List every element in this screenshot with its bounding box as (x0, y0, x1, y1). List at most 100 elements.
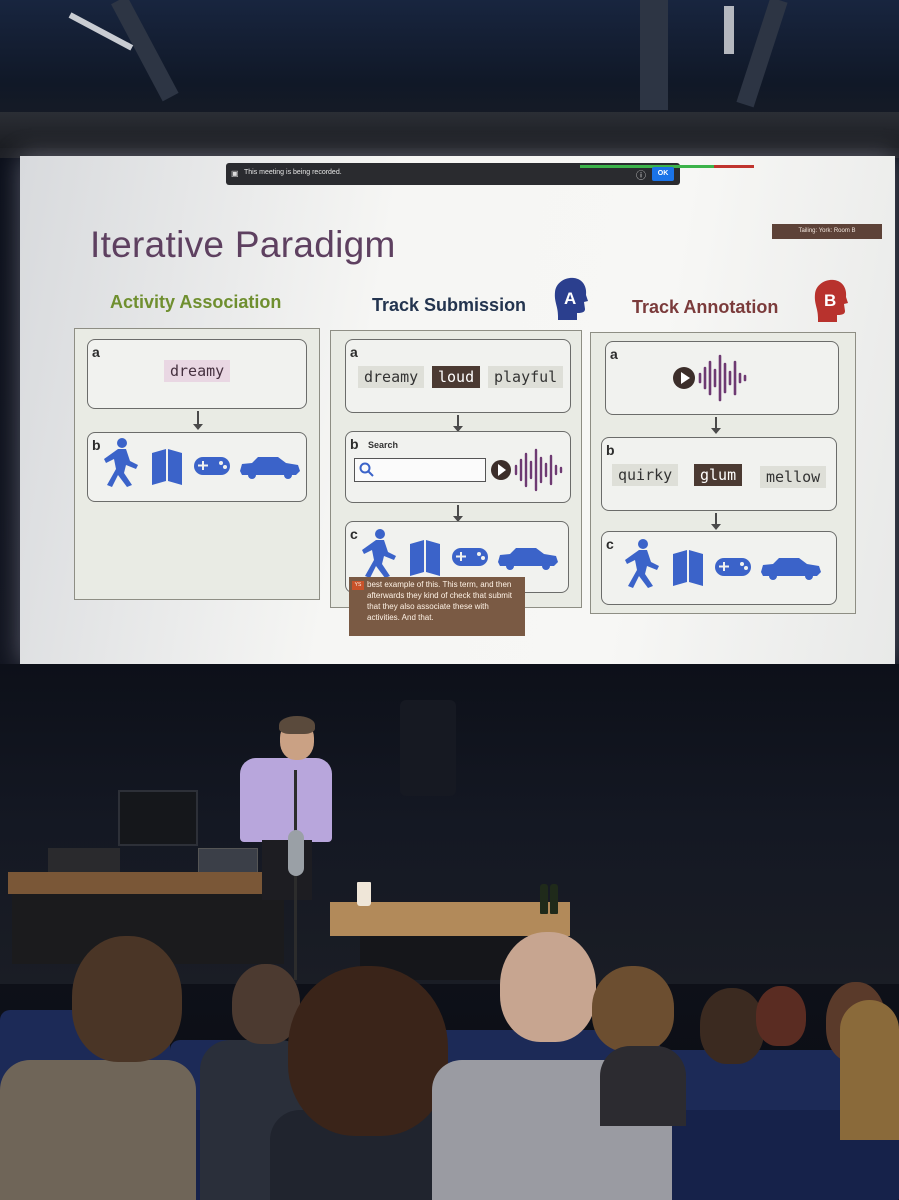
card-a: a dreamy (87, 339, 307, 409)
audience-member-body (600, 1046, 686, 1126)
search-input[interactable] (354, 458, 486, 482)
activity-icons (104, 438, 300, 487)
tag-dreamy: dreamy (358, 366, 425, 388)
book-icon (152, 449, 182, 485)
track-submission-panel: a dreamy loud playful b Search (330, 330, 582, 608)
card-c: c (601, 531, 837, 605)
tag-quirky: quirky (612, 464, 679, 486)
audience-member-head (700, 988, 764, 1064)
audience-member-head (756, 986, 806, 1046)
audio-player (491, 448, 563, 492)
flow-arrow (711, 513, 721, 530)
card-letter: a (92, 344, 100, 360)
ceiling-beam (640, 0, 668, 110)
room-label: Tailing: York: Room B (772, 224, 882, 239)
audience-member-head (592, 966, 674, 1052)
card-letter: c (350, 526, 358, 542)
heading-track-annotation: Track Annotation (632, 297, 779, 317)
audience-member-body (0, 1060, 196, 1200)
heading-track-submission: Track Submission (372, 295, 527, 315)
presenter-hair (279, 716, 315, 734)
flow-arrow (453, 505, 463, 522)
screen-soffit (0, 112, 899, 148)
gamepad-icon (715, 558, 751, 576)
activity-association-panel: a dreamy b (74, 328, 320, 600)
recording-text: This meeting is being recorded. (244, 169, 342, 176)
card-letter: a (610, 346, 618, 362)
search-label: Search (368, 440, 399, 450)
info-icon[interactable]: ⓘ (636, 171, 646, 182)
water-bottle (550, 884, 558, 914)
running-person-icon (362, 529, 396, 578)
running-person-icon (104, 438, 138, 487)
water-bottle (540, 884, 548, 914)
live-caption: YS best example of this. This term, and … (349, 577, 525, 636)
running-person-icon (625, 539, 659, 588)
presenter-legs (262, 840, 312, 900)
ceiling-beam (736, 0, 788, 108)
coffee-cup (357, 882, 371, 906)
audio-level-green (580, 165, 716, 168)
audience-member-head (288, 966, 448, 1136)
play-icon (673, 367, 695, 389)
card-letter: b (92, 437, 101, 453)
ceiling-light (724, 6, 734, 54)
badge-b: B (824, 291, 837, 310)
projection-screen: ▣ This meeting is being recorded. ⓘ OK T… (20, 156, 895, 664)
tech-desk (8, 872, 288, 894)
audience-member-head (500, 932, 596, 1042)
track-annotation-panel: a b quirky glum mellow c (590, 332, 856, 614)
audience-member-head (72, 936, 182, 1062)
stage-speaker (400, 700, 456, 796)
card-a: a (605, 341, 839, 415)
flow-arrow (193, 411, 203, 430)
tag-loud: loud (432, 366, 481, 388)
recording-banner: ▣ This meeting is being recorded. ⓘ OK (226, 163, 754, 185)
play-icon (491, 460, 511, 480)
head-silhouette-icon (814, 279, 848, 322)
book-icon (410, 540, 440, 576)
card-b: b quirky glum mellow (601, 437, 837, 511)
tag-playful: playful (488, 366, 564, 388)
caption-text: best example of this. This term, and the… (367, 580, 512, 622)
camera-icon: ▣ (231, 169, 239, 178)
activity-icons (362, 529, 558, 578)
microphone (288, 830, 304, 876)
activity-icons (625, 539, 821, 588)
tag-glum: glum (694, 464, 743, 486)
waveform-icon (698, 354, 747, 402)
card-letter: b (350, 436, 359, 452)
ok-button[interactable]: OK (652, 167, 674, 181)
audio-mixer (48, 848, 120, 874)
tag-mellow: mellow (760, 466, 827, 488)
gamepad-icon (452, 548, 488, 566)
car-icon (240, 457, 300, 479)
head-silhouette-icon (554, 277, 588, 320)
ceiling-beam (111, 0, 179, 102)
gamepad-icon (194, 457, 230, 475)
heading-activity-association: Activity Association (110, 292, 282, 312)
card-letter: a (350, 344, 358, 360)
card-b: b (87, 432, 307, 502)
flow-arrow (453, 415, 463, 432)
card-b: b Search (345, 431, 571, 503)
flow-arrow (711, 417, 721, 434)
badge-a: A (564, 289, 577, 308)
audio-player (673, 354, 747, 402)
monitor (118, 790, 198, 846)
speaker-initials: YS (352, 581, 364, 590)
waveform-icon (514, 448, 563, 492)
tag-dreamy: dreamy (164, 360, 231, 382)
presenter-shirt (240, 758, 332, 842)
slide-title: Iterative Paradigm (90, 224, 396, 265)
car-icon (498, 548, 558, 570)
card-letter: b (606, 442, 615, 458)
audience-member-hair (840, 1000, 899, 1140)
audio-level-red (714, 165, 754, 168)
center-table (330, 902, 570, 936)
car-icon (761, 558, 821, 580)
search-icon (359, 462, 374, 477)
screen-frame (0, 148, 899, 158)
card-letter: c (606, 536, 614, 552)
